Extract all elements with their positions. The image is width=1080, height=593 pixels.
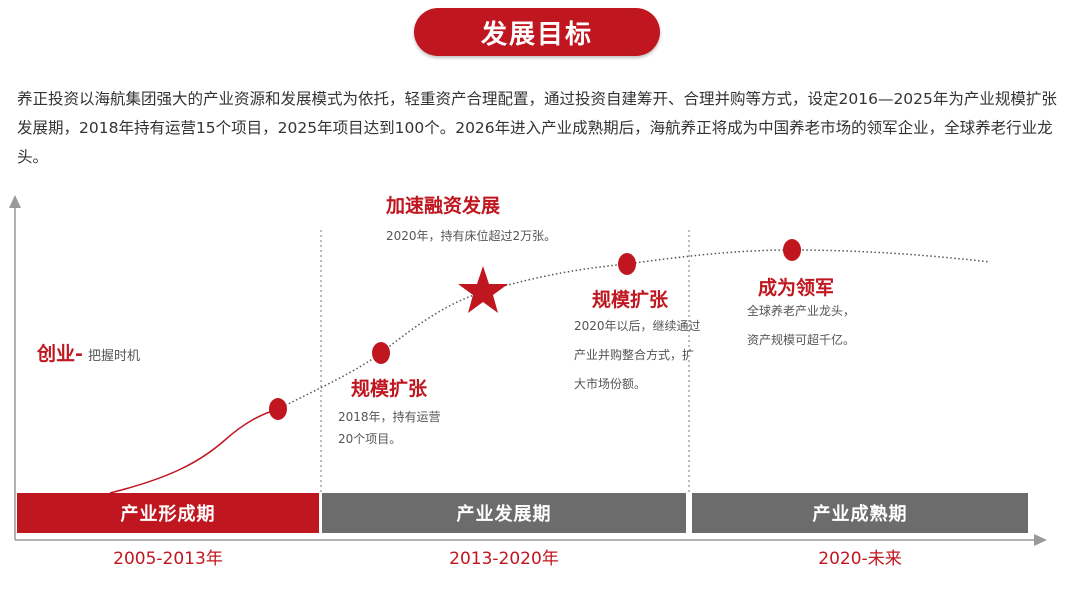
milestone-leader-line: 资产规模可超千亿。 xyxy=(747,333,856,347)
phase-bar-maturity: 产业成熟期 xyxy=(692,493,1028,533)
milestone-startup-title: 创业- xyxy=(37,343,83,365)
milestone-scale-2020-line: 2020年以后，继续通过 xyxy=(574,319,701,333)
page-title: 发展目标 xyxy=(414,8,660,56)
growth-curve-early xyxy=(109,408,279,494)
milestone-dot xyxy=(783,239,801,261)
milestone-accelerate-title: 加速融资发展 xyxy=(386,195,501,217)
milestone-leader-line: 全球养老产业龙头， xyxy=(747,304,856,318)
milestone-leader-title: 成为领军 xyxy=(758,277,835,299)
milestone-dot xyxy=(372,342,390,364)
milestone-scale-2020-line: 产业并购整合方式，扩 xyxy=(574,348,695,362)
x-axis-arrow xyxy=(1034,534,1047,546)
milestone-scale-2018-line: 2018年，持有运营 xyxy=(338,410,441,424)
milestone-dot xyxy=(269,398,287,420)
milestone-scale-2018-line: 20个项目。 xyxy=(338,432,402,446)
milestone-scale-2018-title: 规模扩张 xyxy=(351,378,428,400)
phase-years-development: 2013-2020年 xyxy=(449,549,559,569)
milestone-startup-subtitle: 把握时机 xyxy=(87,349,140,364)
phase-bar-development: 产业发展期 xyxy=(322,493,686,533)
phase-years-maturity: 2020-未来 xyxy=(818,549,902,569)
milestone-scale-2020-title: 规模扩张 xyxy=(592,289,669,311)
milestone-scale-2020-line: 大市场份额。 xyxy=(574,377,647,391)
milestone-dot xyxy=(618,253,636,275)
phase-bar-formation: 产业形成期 xyxy=(17,493,319,533)
intro-paragraph: 养正投资以海航集团强大的产业资源和发展模式为依托，轻重资产合理配置，通过投资自建… xyxy=(17,90,1057,166)
star-icon xyxy=(458,266,508,313)
milestone-startup: 创业- 把握时机 xyxy=(37,339,140,366)
phase-years-formation: 2005-2013年 xyxy=(113,549,223,569)
y-axis-arrow xyxy=(9,195,21,208)
milestone-accelerate-line: 2020年，持有床位超过2万张。 xyxy=(386,229,557,243)
